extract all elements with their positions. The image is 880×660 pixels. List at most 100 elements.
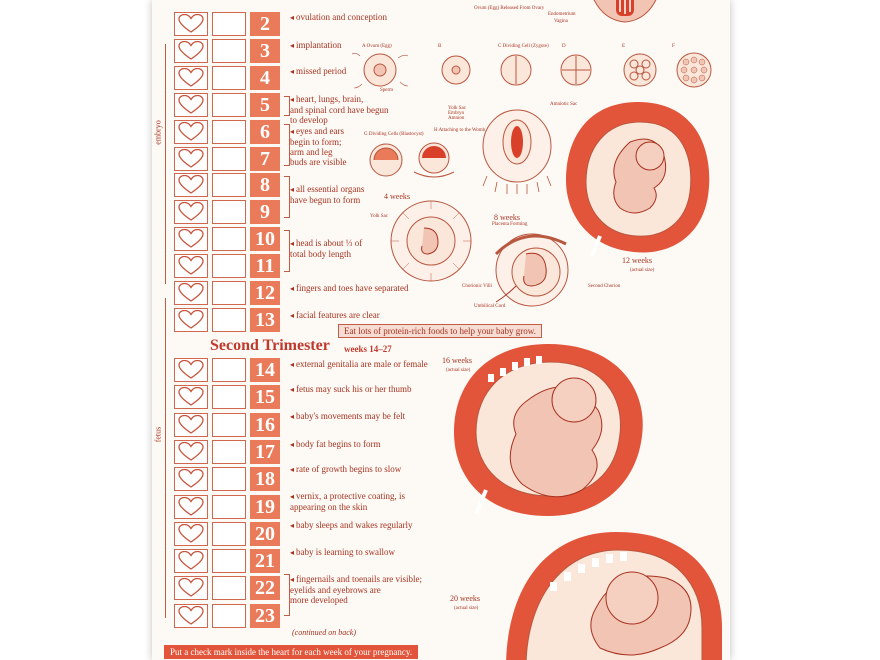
development-note: ◂ovulation and conception [290,12,387,23]
arrow-left-icon: ◂ [290,521,295,530]
date-box-week-21[interactable] [212,549,246,574]
date-box-week-18[interactable] [212,467,246,492]
heart-icon [178,523,204,543]
continued-on-back: (continued on back) [292,628,356,637]
development-note: ◂vernix, a protective coating, is appear… [290,491,405,512]
bracket-weeks-10-11 [284,230,290,272]
heart-checkbox-week-2[interactable] [174,12,208,36]
uterus-illustration [593,0,657,23]
heart-icon [178,148,204,168]
week-number: 12 [250,281,280,305]
arrow-left-icon: ◂ [290,239,295,248]
week-number: 13 [250,307,280,332]
date-box-week-17[interactable] [212,439,246,464]
heart-checkbox-week-10[interactable] [174,227,208,252]
date-box-week-5[interactable] [212,92,246,117]
development-note: ◂body fat begins to form [290,439,381,450]
twenty-week-fetus-illustration [506,532,722,660]
date-box-week-19[interactable] [212,494,246,519]
development-note-text: fingernails and toenails are visible; ey… [290,574,422,605]
heart-checkbox-week-13[interactable] [174,307,208,332]
date-box-week-6[interactable] [212,119,246,144]
week-number: 21 [250,549,280,574]
twelve-weeks-actual-size: (actual size) [630,268,655,273]
week-number: 22 [250,576,280,601]
date-box-week-14[interactable] [212,358,246,382]
second-trimester-title: Second Trimester [210,337,330,354]
date-box-week-16[interactable] [212,412,246,437]
development-note-text: missed period [296,66,347,76]
date-box-week-13[interactable] [212,307,246,332]
heart-checkbox-week-17[interactable] [174,439,208,464]
twenty-weeks-actual-size: (actual size) [454,606,479,611]
development-note-text: eyes and ears begin to form; arm and leg… [290,126,347,167]
heart-checkbox-week-15[interactable] [174,385,208,410]
heart-checkbox-week-23[interactable] [174,603,208,628]
heart-checkbox-week-3[interactable] [174,38,208,63]
date-box-week-8[interactable] [212,173,246,198]
heart-checkbox-week-4[interactable] [174,65,208,90]
twelve-week-fetus-illustration [566,102,710,257]
heart-checkbox-week-9[interactable] [174,200,208,225]
week-number: 14 [250,358,280,382]
development-note-text: fingers and toes have separated [296,283,409,293]
development-note-text: baby's movements may be felt [296,411,406,421]
development-note: ◂all essential organs have begun to form [290,184,364,205]
ovum-released-caption: Ovum (Egg) Released From Ovary [474,6,545,11]
early-embryo-sac-illustration [482,109,552,194]
heart-checkbox-week-22[interactable] [174,576,208,601]
date-box-week-2[interactable] [212,12,246,36]
heart-icon [178,309,204,329]
development-note-text: head is about ⅓ of total body length [290,238,363,259]
heart-checkbox-week-14[interactable] [174,358,208,382]
heart-icon [178,256,204,275]
development-note-text: external genitalia are male or female [296,359,428,369]
development-note: ◂rate of growth begins to slow [290,464,401,475]
heart-icon [178,578,204,598]
date-box-week-4[interactable] [212,65,246,90]
heart-checkbox-week-11[interactable] [174,254,208,279]
heart-checkbox-week-12[interactable] [174,281,208,305]
date-box-week-15[interactable] [212,385,246,410]
date-box-week-11[interactable] [212,254,246,279]
heart-checkbox-week-16[interactable] [174,412,208,437]
week-number: 5 [250,92,280,117]
arrow-left-icon: ◂ [290,492,295,501]
heart-checkbox-week-21[interactable] [174,549,208,574]
heart-checkbox-week-6[interactable] [174,119,208,144]
heart-icon [178,551,204,570]
date-box-week-9[interactable] [212,200,246,225]
heart-icon [178,605,204,625]
stage-a-caption: A Ovum (Egg) [362,44,392,49]
fetus-label: fetus [153,426,163,443]
week-number: 20 [250,521,280,546]
bracket-weeks-6-7 [284,124,290,166]
heart-icon [178,387,204,407]
development-note: ◂missed period [290,66,346,77]
embryo-span-line [165,44,166,284]
week-number: 4 [250,65,280,90]
date-box-week-22[interactable] [212,576,246,601]
four-weeks-caption: 4 weeks [384,192,410,201]
date-box-week-20[interactable] [212,521,246,546]
date-box-week-10[interactable] [212,227,246,252]
heart-checkbox-week-18[interactable] [174,467,208,492]
week-number: 16 [250,412,280,437]
date-box-week-23[interactable] [212,603,246,628]
umbilical-cord-caption: Umbilical Cord [474,304,506,309]
development-note: ◂fingers and toes have separated [290,283,408,294]
stage-g-caption: G Dividing Cells (Blastocyst) [364,132,424,137]
date-box-week-12[interactable] [212,281,246,305]
heart-checkbox-week-19[interactable] [174,494,208,519]
heart-checkbox-week-5[interactable] [174,92,208,117]
date-box-week-7[interactable] [212,146,246,171]
sperm-caption: Sperm [380,88,394,93]
development-note-text: baby sleeps and wakes regularly [296,520,413,530]
development-note-text: implantation [296,40,342,50]
heart-icon [178,67,204,87]
date-box-week-3[interactable] [212,38,246,63]
heart-checkbox-week-8[interactable] [174,173,208,198]
heart-checkbox-week-7[interactable] [174,146,208,171]
eight-week-embryo-illustration [494,233,569,307]
heart-checkbox-week-20[interactable] [174,521,208,546]
